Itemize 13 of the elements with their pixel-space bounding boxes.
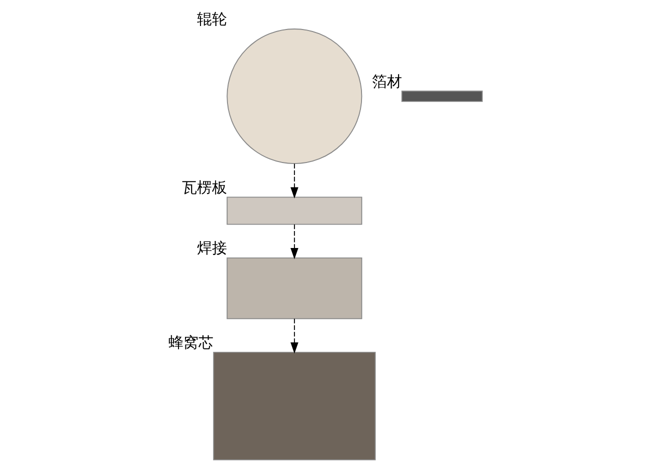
node-bar [400,90,482,102]
arrow [290,163,298,198]
node-circle [226,28,362,164]
node-label: 焊接 [196,239,227,258]
node-box [226,196,362,225]
node-box [226,258,362,320]
node-box [212,352,376,460]
node-label: 蜂窝芯 [168,333,214,352]
node-label: 辊轮 [196,10,227,28]
node-label: 瓦楞板 [182,178,227,196]
arrow [290,224,298,260]
arrow [290,318,298,354]
node-label: 箔材 [371,72,402,90]
